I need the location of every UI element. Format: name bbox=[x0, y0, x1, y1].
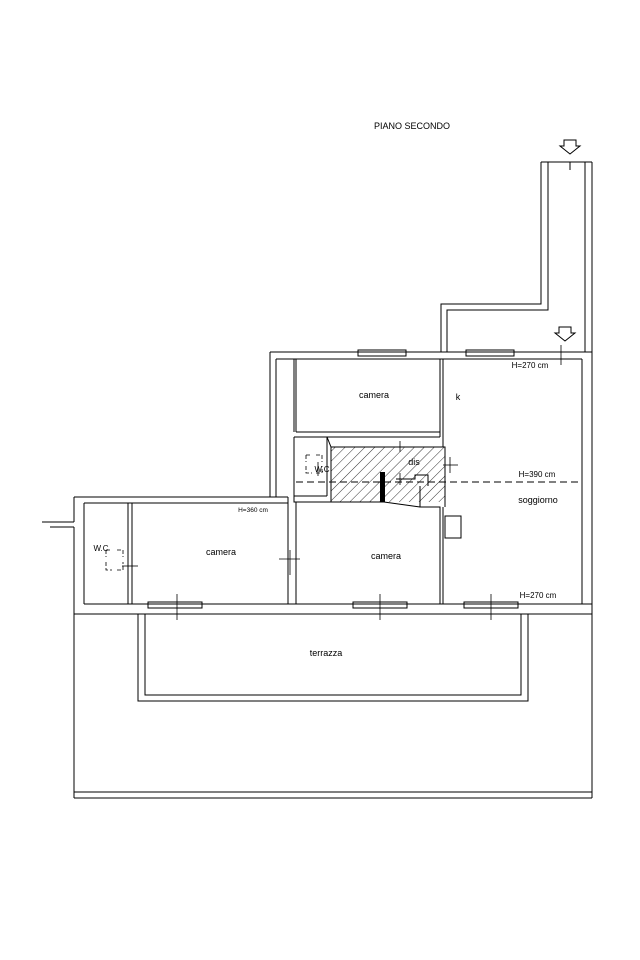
entrance-arrow-icon bbox=[553, 326, 577, 342]
room-label-wc-center: W.C bbox=[314, 465, 329, 474]
terrazza-outline bbox=[73, 527, 593, 799]
height-label: H=390 cm bbox=[519, 470, 556, 479]
room-label-camera-mid: camera bbox=[371, 551, 401, 561]
room-label-soggiorno: soggiorno bbox=[518, 495, 558, 505]
soggiorno-walls bbox=[419, 480, 462, 604]
room-label-kitchen: k bbox=[456, 392, 461, 402]
room-label-wc-left: W.C bbox=[93, 544, 108, 553]
height-label: H=270 cm bbox=[512, 361, 549, 370]
room-label-dis: dis bbox=[408, 457, 420, 467]
fireplace bbox=[444, 515, 462, 539]
window bbox=[465, 349, 515, 357]
window bbox=[147, 601, 203, 609]
height-label: H=270 cm bbox=[520, 591, 557, 600]
entrance-arrow-icon bbox=[558, 139, 582, 155]
window bbox=[357, 349, 407, 357]
center-service-block bbox=[293, 436, 582, 503]
height-label: H=360 cm bbox=[238, 507, 268, 514]
area-label-terrazza: terrazza bbox=[310, 648, 343, 658]
stair-corridor bbox=[440, 161, 593, 352]
plan-title: PIANO SECONDO bbox=[374, 121, 450, 131]
room-label-camera-left: camera bbox=[206, 547, 236, 557]
lower-row-walls bbox=[42, 496, 592, 605]
room-label-camera-top: camera bbox=[359, 390, 389, 400]
